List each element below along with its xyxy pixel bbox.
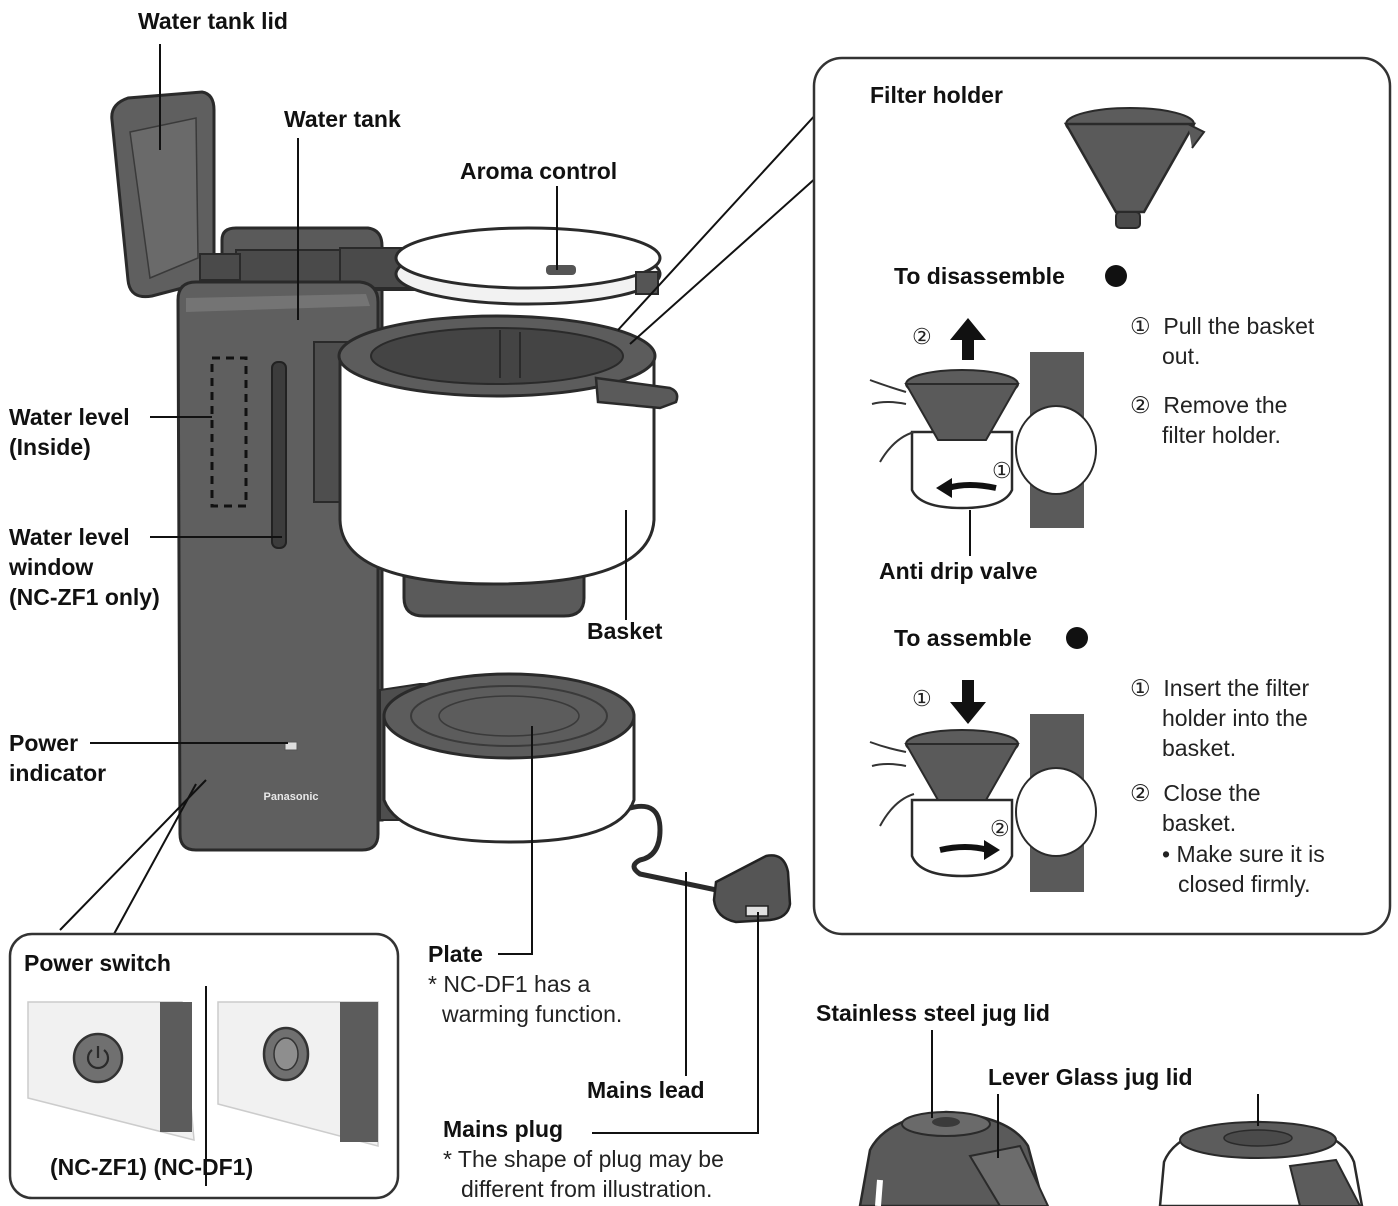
assemble-dot-icon [1066,627,1088,649]
label-power-indicator: Power indicator [9,728,106,788]
assemble-step-2-line2: basket. [1162,810,1237,836]
plate-note-line2: warming function. [442,1001,623,1027]
label-water-level-inside-line1: Water level [9,404,130,430]
label-plate: Plate [428,941,483,967]
assemble-illustration [869,680,1097,892]
filter-panel [812,56,1392,936]
plug-note-line2: different from illustration. [461,1176,713,1202]
basket-rim-inner [370,327,624,385]
label-basket: Basket [587,618,663,644]
marker-assemble-1: ① [912,686,932,711]
lever-glass-jug-lid-image [1158,1120,1364,1206]
assemble-step-1: ① Insert the filter holder into the bask… [1130,673,1309,763]
filter-cone-spout [1115,211,1141,229]
basket-body [338,354,656,586]
power-symbol-icon [86,1046,110,1070]
power-indicator-light [284,741,298,751]
plug-note: * The shape of plug may be different fro… [443,1144,724,1204]
label-water-level-window: Water level window (NC-ZF1 only) [9,522,160,612]
mains-lead-shape [629,803,727,895]
label-mains-plug: Mains plug [443,1116,564,1142]
label-aroma-control: Aroma control [460,158,618,184]
leader-lines [59,44,819,1134]
water-tank-lid-inner [129,117,199,280]
plate-top [382,672,636,760]
power-switch-title: Power switch [24,950,171,976]
label-water-level-window-line2: window [9,554,94,580]
label-power-indicator-line2: indicator [9,760,107,786]
marker-disassemble-2: ② [912,324,932,349]
brand-logo: Panasonic [263,791,318,803]
disassemble-step-2-line2: filter holder. [1162,422,1281,448]
plate-note: * NC-DF1 has a warming function. [428,969,622,1029]
plug-note-line1: * The shape of plug may be [443,1146,724,1172]
label-water-level-window-line1: Water level [9,524,130,550]
disassemble-illustration [869,318,1097,528]
disassemble-step-2-line1: ② Remove the [1130,392,1288,418]
label-power-indicator-line1: Power [9,730,79,756]
label-anti-drip-valve: Anti drip valve [879,558,1038,584]
lid-hinge [199,253,241,281]
filter-cone [1063,122,1197,214]
plate-note-line1: * NC-DF1 has a [428,971,591,997]
label-stainless-jug-lid: Stainless steel jug lid [816,1000,1050,1026]
assemble-step-1-line1: ① Insert the filter [1130,675,1310,701]
water-level-inside-marker [210,356,248,508]
assemble-step-1-line2: holder into the [1162,705,1308,731]
tank-highlight [186,294,370,312]
disassemble-step-1-line1: ① Pull the basket [1130,313,1315,339]
plate-ring [410,685,608,747]
switch-df1-side [340,1002,378,1142]
label-water-tank-lid: Water tank lid [138,8,288,34]
marker-assemble-2: ② [990,816,1010,841]
mains-plug-shape [712,854,792,924]
basket-gap-detail [499,330,521,378]
heading-to-assemble: To assemble [894,625,1032,651]
label-water-level-window-line3: (NC-ZF1 only) [9,584,160,610]
assemble-step-2-line1: ② Close the [1130,780,1261,806]
stainless-jug-lid-image [858,1110,1050,1206]
assemble-bullet-line2: closed firmly. [1178,871,1311,897]
power-switch-caption: (NC-ZF1) (NC-DF1) [50,1154,254,1180]
assemble-bullet: • Make sure it is closed firmly. [1162,839,1325,899]
water-level-window-shape [271,361,287,549]
power-switch-panel [8,932,400,1200]
disassemble-step-2: ② Remove the filter holder. [1130,390,1287,450]
rocker-switch-icon [273,1037,299,1071]
plate-ring-inner [438,695,580,737]
disassemble-step-1: ① Pull the basket out. [1130,311,1314,371]
assemble-step-1-line3: basket. [1162,735,1237,761]
aroma-lid-tab [635,271,659,295]
basket-handle [594,376,679,410]
aroma-lid-top [394,226,662,290]
label-filter-holder: Filter holder [870,82,1003,108]
label-water-level-inside-line2: (Inside) [9,434,91,460]
label-mains-lead: Mains lead [587,1077,705,1103]
label-lever-glass-jug-lid: Lever Glass jug lid [988,1064,1193,1090]
assemble-bullet-line1: • Make sure it is [1162,841,1325,867]
marker-disassemble-1: ① [992,458,1012,483]
heading-to-disassemble: To disassemble [894,263,1065,289]
label-water-tank: Water tank [284,106,401,132]
aroma-knob [546,265,576,275]
filter-cone-tab [1187,123,1206,149]
assemble-step-2: ② Close the basket. [1130,778,1261,838]
jug-lid-leaders [931,1030,1259,1158]
label-water-level-inside: Water level (Inside) [9,402,130,462]
disassemble-dot-icon [1105,265,1127,287]
disassemble-step-1-line2: out. [1162,343,1201,369]
switch-zf1-side [160,1002,192,1132]
